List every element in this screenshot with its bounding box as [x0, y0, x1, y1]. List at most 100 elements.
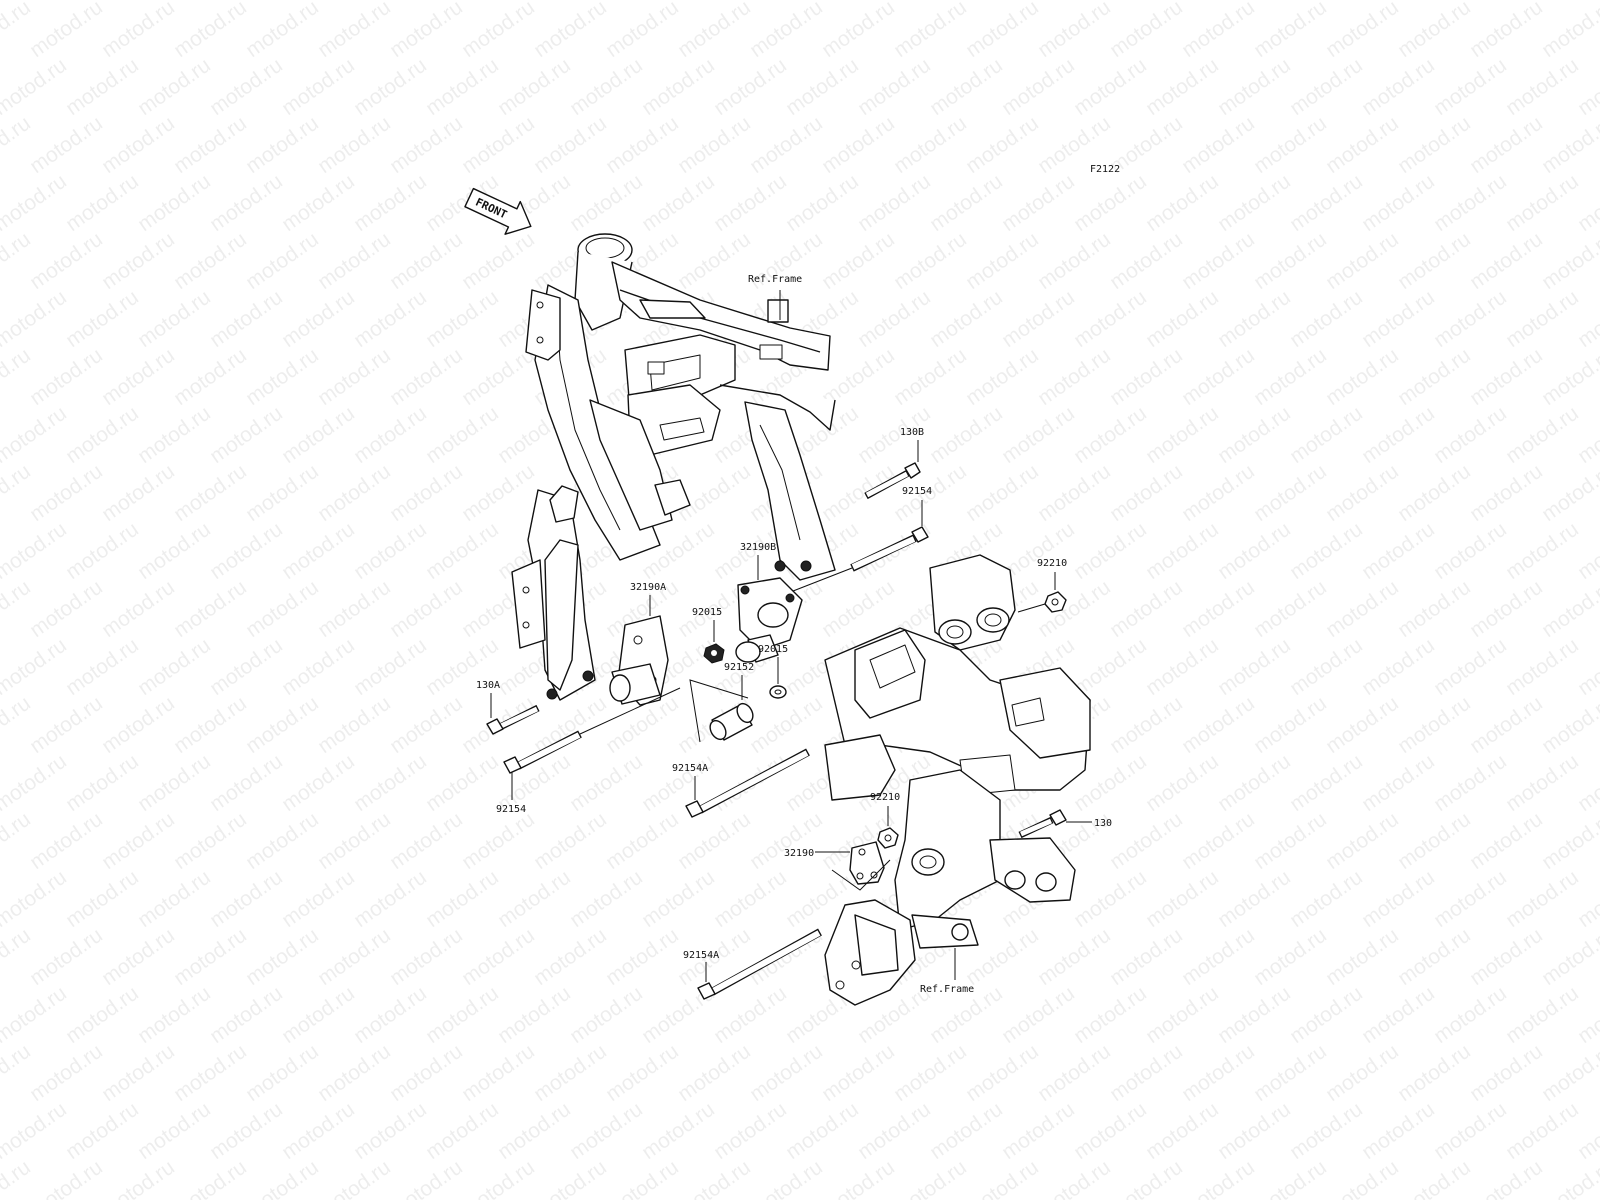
watermark-text: motod.ru	[962, 1156, 1043, 1200]
watermark-text: motod.ru	[1430, 286, 1511, 352]
watermark-text: motod.ru	[458, 460, 539, 526]
watermark-text: motod.ru	[1250, 344, 1331, 410]
watermark-text: motod.ru	[314, 924, 395, 990]
watermark-text: motod.ru	[1070, 634, 1151, 700]
watermark-text: motod.ru	[1538, 112, 1600, 178]
watermark-text: motod.ru	[98, 460, 179, 526]
watermark-text: motod.ru	[1286, 982, 1367, 1048]
watermark-text: motod.ru	[206, 866, 287, 932]
watermark-text: motod.ru	[1322, 460, 1403, 526]
watermark-text: motod.ru	[134, 866, 215, 932]
watermark-text: motod.ru	[0, 0, 35, 62]
watermark-text: motod.ru	[0, 924, 35, 990]
callout-92210-bot: 92210	[870, 792, 900, 803]
watermark-text: motod.ru	[458, 808, 539, 874]
watermark-text: motod.ru	[1142, 982, 1223, 1048]
watermark-text: motod.ru	[1178, 692, 1259, 758]
watermark-text: motod.ru	[26, 576, 107, 642]
watermark-text: motod.ru	[0, 402, 71, 468]
watermark-text: motod.ru	[26, 344, 107, 410]
watermark-text: motod.ru	[242, 924, 323, 990]
watermark-text: motod.ru	[1574, 634, 1600, 700]
watermark-text: motod.ru	[854, 54, 935, 120]
watermark-text: motod.ru	[1286, 286, 1367, 352]
watermark-text: motod.ru	[1034, 576, 1115, 642]
watermark-text: motod.ru	[134, 1098, 215, 1164]
watermark-text: motod.ru	[206, 286, 287, 352]
watermark-text: motod.ru	[422, 518, 503, 584]
watermark-text: motod.ru	[602, 808, 683, 874]
watermark-text: motod.ru	[1394, 0, 1475, 62]
watermark-text: motod.ru	[458, 112, 539, 178]
watermark-text: motod.ru	[494, 982, 575, 1048]
watermark-text: motod.ru	[0, 518, 71, 584]
watermark-text: motod.ru	[530, 924, 611, 990]
watermark-text: motod.ru	[890, 1156, 971, 1200]
watermark-text: motod.ru	[242, 1156, 323, 1200]
watermark-text: motod.ru	[674, 1040, 755, 1106]
callout-92154-top: 92154	[902, 486, 932, 497]
watermark-text: motod.ru	[62, 1098, 143, 1164]
watermark-text: motod.ru	[1286, 750, 1367, 816]
watermark-text: motod.ru	[314, 692, 395, 758]
watermark-text: motod.ru	[1250, 924, 1331, 990]
watermark-text: motod.ru	[530, 1040, 611, 1106]
watermark-text: motod.ru	[1034, 1156, 1115, 1200]
watermark-text: motod.ru	[1070, 170, 1151, 236]
watermark-text: motod.ru	[998, 170, 1079, 236]
watermark-text: motod.ru	[458, 1156, 539, 1200]
watermark-text: motod.ru	[746, 0, 827, 62]
watermark-text: motod.ru	[242, 228, 323, 294]
watermark-text: motod.ru	[638, 866, 719, 932]
watermark-text: motod.ru	[62, 634, 143, 700]
ref-frame-label-bottom: Ref.Frame	[920, 984, 974, 995]
callout-130a: 130A	[476, 680, 500, 691]
watermark-text: motod.ru	[0, 982, 71, 1048]
watermark-text: motod.ru	[1322, 228, 1403, 294]
watermark-text: motod.ru	[746, 808, 827, 874]
watermark-text: motod.ru	[1502, 170, 1583, 236]
watermark-text: motod.ru	[638, 170, 719, 236]
watermark-text: motod.ru	[998, 1098, 1079, 1164]
watermark-text: motod.ru	[206, 750, 287, 816]
callout-130b: 130B	[900, 427, 924, 438]
watermark-text: motod.ru	[1250, 576, 1331, 642]
watermark-text: motod.ru	[422, 402, 503, 468]
watermark-text: motod.ru	[1502, 0, 1583, 4]
watermark-text: motod.ru	[1358, 286, 1439, 352]
watermark-text: motod.ru	[1322, 692, 1403, 758]
callout-32190b: 32190B	[740, 542, 776, 553]
bolt-92154-top	[850, 526, 929, 572]
watermark-text: motod.ru	[1574, 402, 1600, 468]
watermark-text: motod.ru	[1250, 228, 1331, 294]
watermark-text: motod.ru	[386, 1156, 467, 1200]
watermark-text: motod.ru	[1502, 518, 1583, 584]
main-frame-drawing: Ref.Frame	[511, 233, 836, 701]
watermark-text: motod.ru	[1286, 170, 1367, 236]
watermark-text: motod.ru	[350, 1098, 431, 1164]
watermark-text: motod.ru	[26, 112, 107, 178]
watermark-text: motod.ru	[1178, 808, 1259, 874]
watermark-text: motod.ru	[1502, 402, 1583, 468]
watermark-text: motod.ru	[962, 1040, 1043, 1106]
watermark-text: motod.ru	[638, 54, 719, 120]
watermark-text: motod.ru	[62, 0, 143, 4]
watermark-text: motod.ru	[530, 808, 611, 874]
watermark-text: motod.ru	[1358, 170, 1439, 236]
watermark-text: motod.ru	[638, 0, 719, 4]
watermark-text: motod.ru	[1430, 1098, 1511, 1164]
watermark-text: motod.ru	[350, 286, 431, 352]
watermark-text: motod.ru	[1466, 0, 1547, 62]
watermark-text: motod.ru	[818, 1040, 899, 1106]
watermark-text: motod.ru	[926, 170, 1007, 236]
watermark-text: motod.ru	[1106, 228, 1187, 294]
watermark-text: motod.ru	[1106, 1156, 1187, 1200]
watermark-text: motod.ru	[0, 1098, 71, 1164]
watermark-text: motod.ru	[1358, 634, 1439, 700]
watermark-text: motod.ru	[278, 982, 359, 1048]
watermark-text: motod.ru	[1142, 170, 1223, 236]
watermark-text: motod.ru	[0, 808, 35, 874]
watermark-text: motod.ru	[1286, 54, 1367, 120]
watermark-text: motod.ru	[1214, 402, 1295, 468]
watermark-text: motod.ru	[0, 460, 35, 526]
